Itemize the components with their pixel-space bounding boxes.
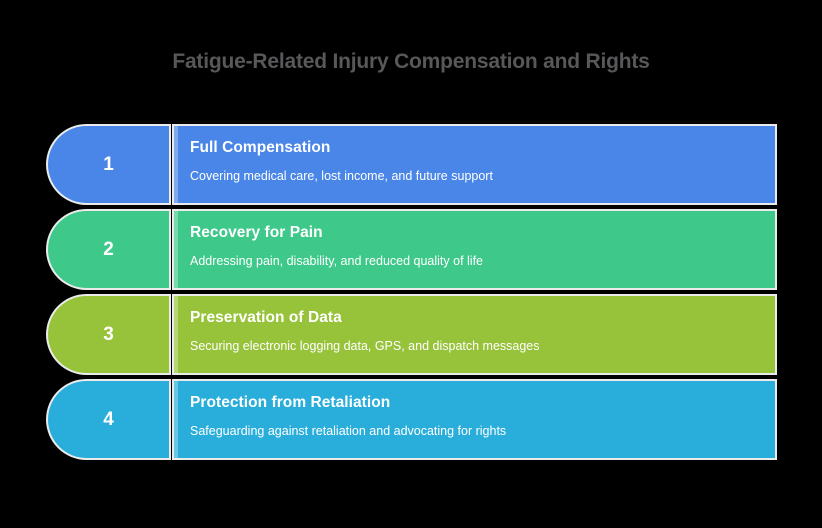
list-item: 3 Preservation of Data Securing electron… [0, 296, 822, 373]
page-title: Fatigue-Related Injury Compensation and … [172, 50, 650, 73]
content-panel: Preservation of Data Securing electronic… [174, 296, 775, 373]
item-description: Covering medical care, lost income, and … [190, 169, 493, 183]
list-item: 4 Protection from Retaliation Safeguardi… [0, 381, 822, 458]
item-description: Addressing pain, disability, and reduced… [190, 254, 483, 268]
panel-accent-bar [174, 211, 178, 288]
item-heading: Preservation of Data [190, 309, 342, 326]
content-panel: Protection from Retaliation Safeguarding… [174, 381, 775, 458]
panel-accent-bar [174, 126, 178, 203]
content-panel: Recovery for Pain Addressing pain, disab… [174, 211, 775, 288]
badge-number-label: 1 [103, 154, 114, 175]
number-badge: 4 [48, 381, 169, 458]
content-panel: Full Compensation Covering medical care,… [174, 126, 775, 203]
number-badge: 3 [48, 296, 169, 373]
item-heading: Full Compensation [190, 139, 331, 156]
list-item: 1 Full Compensation Covering medical car… [0, 126, 822, 203]
item-heading: Recovery for Pain [190, 224, 323, 241]
list-item: 2 Recovery for Pain Addressing pain, dis… [0, 211, 822, 288]
item-description: Securing electronic logging data, GPS, a… [190, 339, 540, 353]
number-badge: 2 [48, 211, 169, 288]
panel-accent-bar [174, 381, 178, 458]
panel-accent-bar [174, 296, 178, 373]
numbered-list: 1 Full Compensation Covering medical car… [0, 126, 822, 466]
item-description: Safeguarding against retaliation and adv… [190, 424, 507, 438]
badge-number-label: 4 [103, 409, 114, 430]
item-heading: Protection from Retaliation [190, 394, 391, 411]
badge-number-label: 3 [103, 324, 114, 345]
badge-number-label: 2 [103, 239, 114, 260]
number-badge: 1 [48, 126, 169, 203]
